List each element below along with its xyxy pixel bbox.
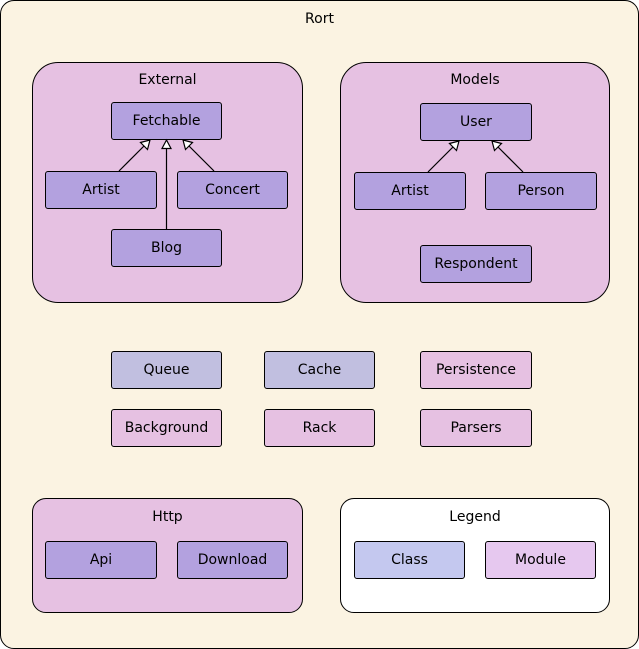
user-node[interactable]: User: [420, 103, 532, 141]
cache-node[interactable]: Cache: [264, 351, 375, 389]
background-node[interactable]: Background: [111, 409, 222, 447]
person-node[interactable]: Person: [485, 172, 597, 210]
respondent-node[interactable]: Respondent: [420, 245, 532, 283]
queue-node[interactable]: Queue: [111, 351, 222, 389]
models-group-label: Models: [450, 72, 500, 88]
download-node[interactable]: Download: [177, 541, 288, 579]
api-node[interactable]: Api: [45, 541, 157, 579]
legend-label: Legend: [449, 509, 501, 525]
persistence-node[interactable]: Persistence: [420, 351, 532, 389]
rack-node[interactable]: Rack: [264, 409, 375, 447]
models-artist-node[interactable]: Artist: [354, 172, 466, 210]
parsers-node[interactable]: Parsers: [420, 409, 532, 447]
legend-class-swatch: Class: [354, 541, 465, 579]
diagram-title: Rort: [305, 11, 334, 27]
http-group-label: Http: [152, 509, 183, 525]
concert-node[interactable]: Concert: [177, 171, 288, 209]
external-artist-node[interactable]: Artist: [45, 171, 157, 209]
external-group-label: External: [138, 72, 197, 88]
blog-node[interactable]: Blog: [111, 229, 222, 267]
fetchable-node[interactable]: Fetchable: [111, 102, 222, 140]
legend-module-swatch: Module: [485, 541, 596, 579]
